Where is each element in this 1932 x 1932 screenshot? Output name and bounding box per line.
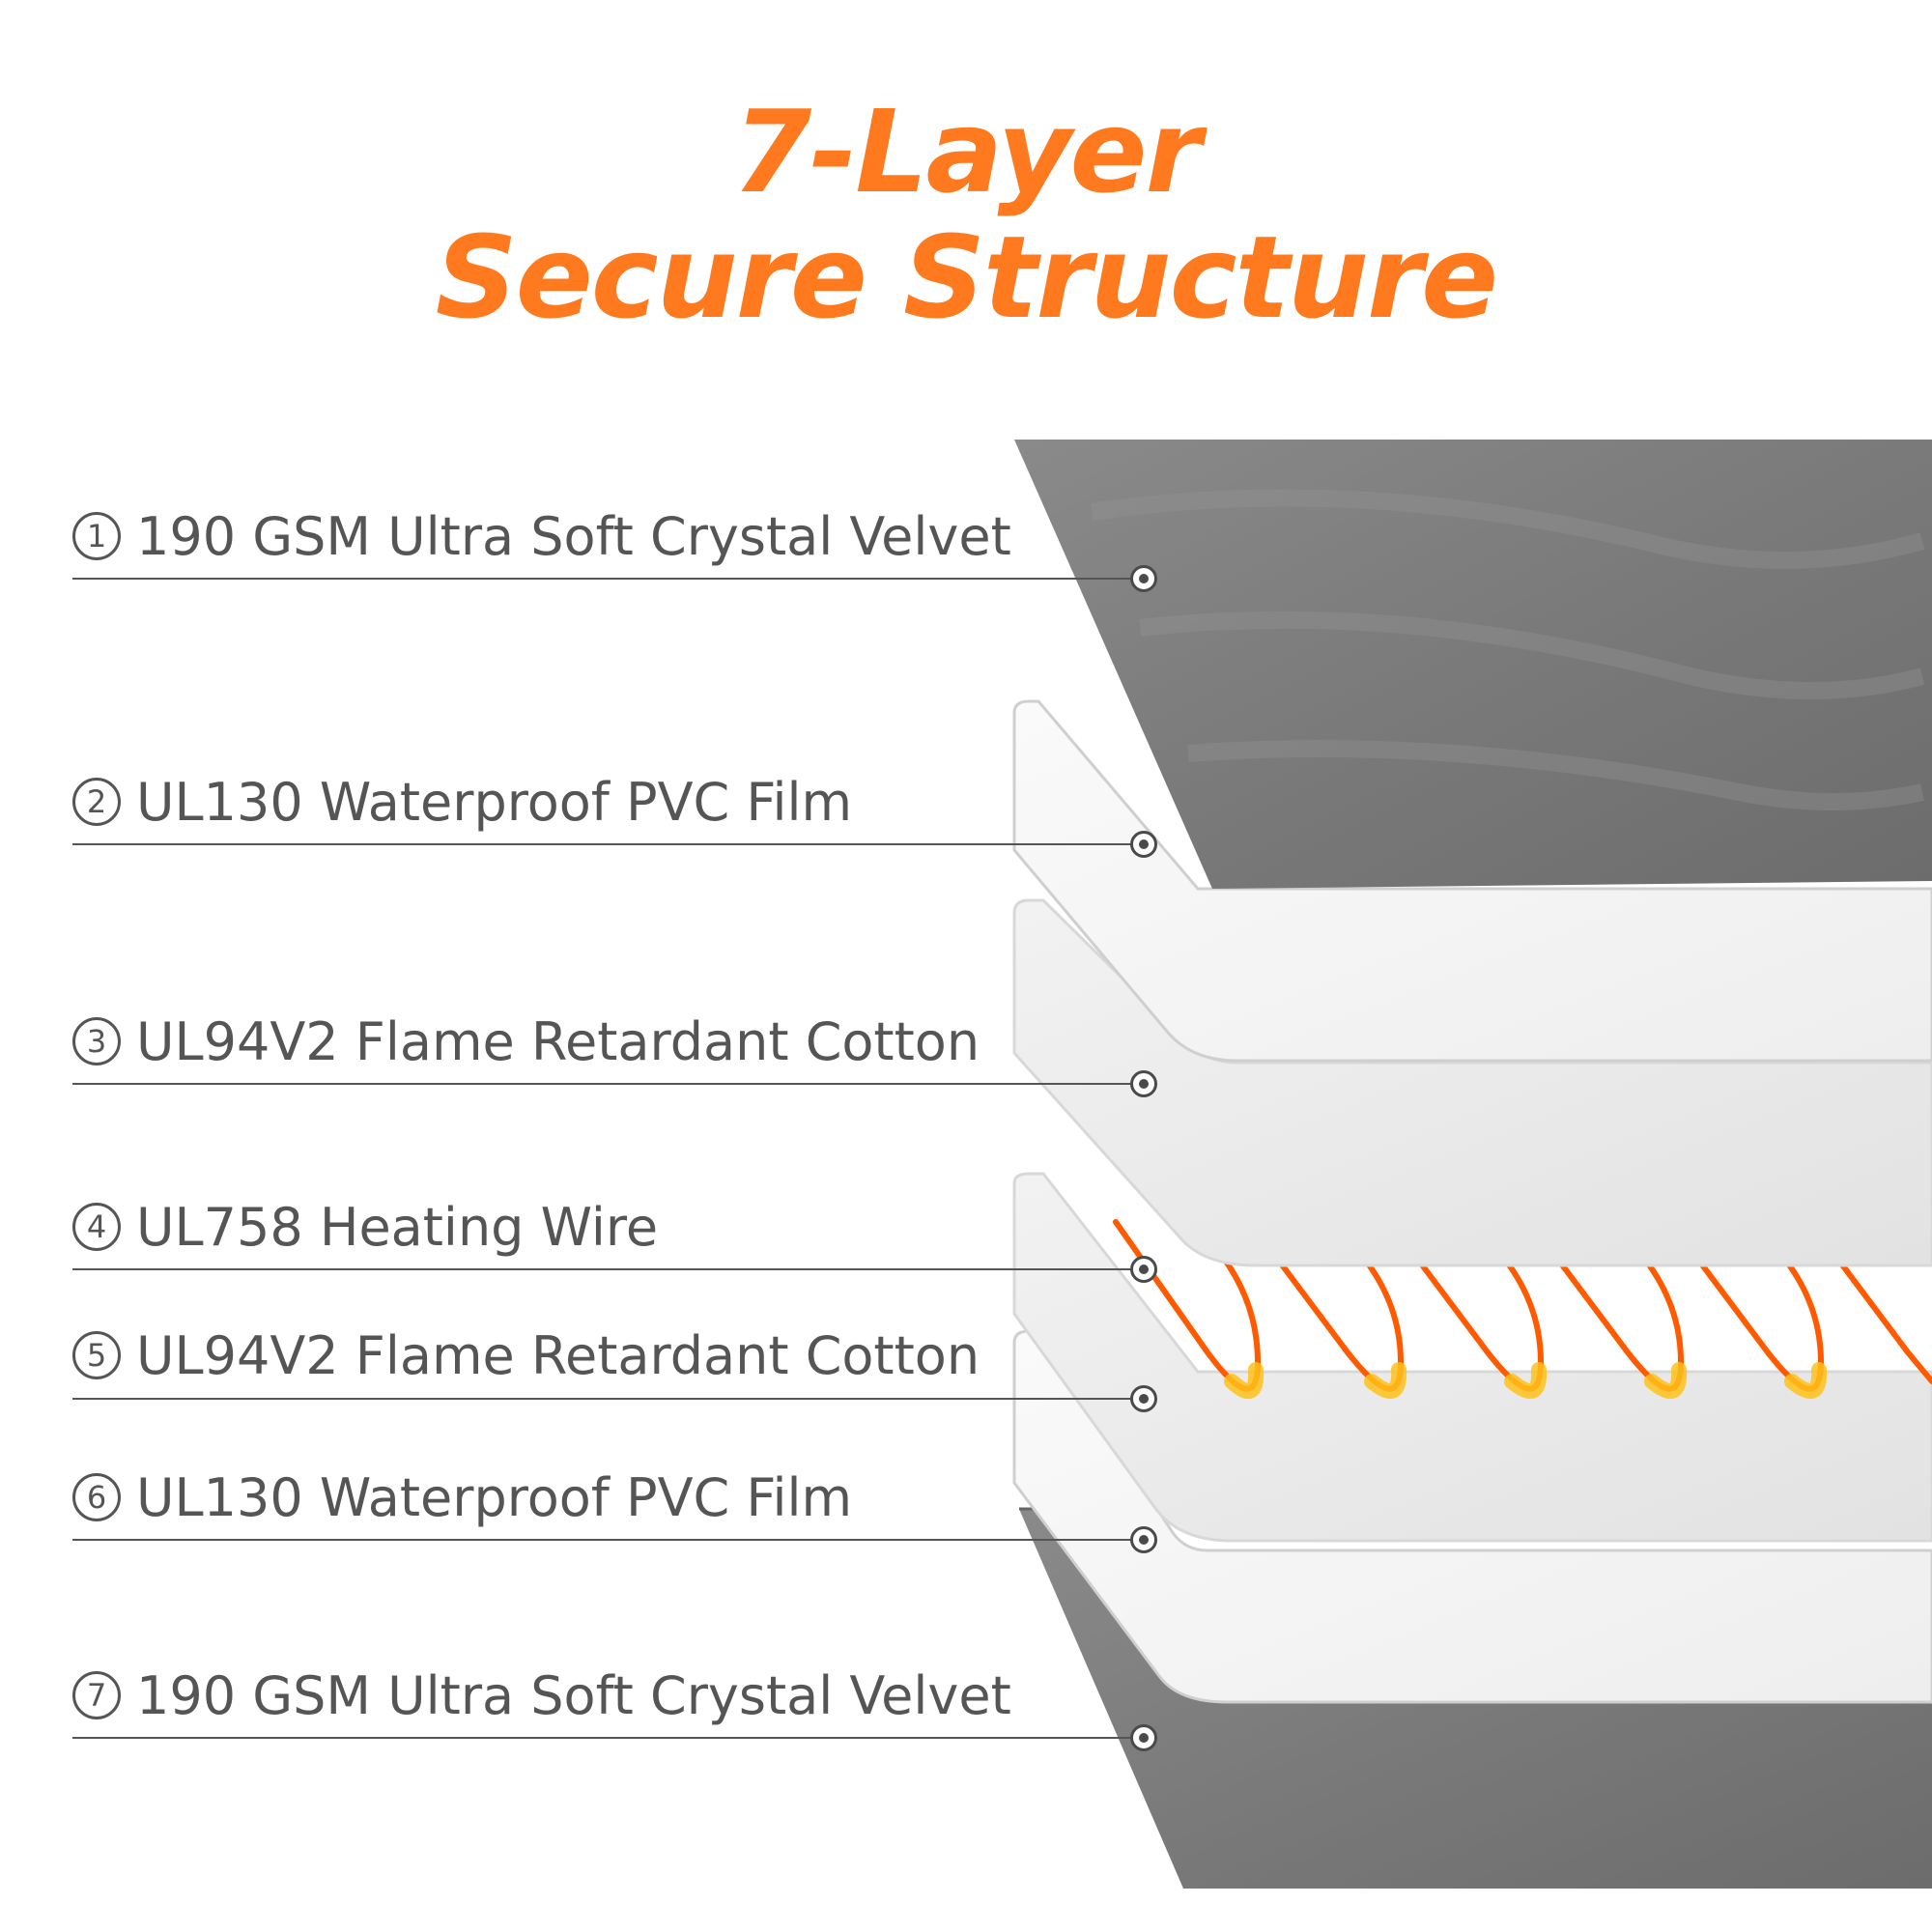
callout-label: UL94V2 Flame Retardant Cotton [136, 1010, 980, 1072]
leader-line [72, 578, 1145, 580]
number-badge: 2 [72, 778, 121, 826]
marker-dot [1130, 565, 1157, 592]
layer-1-texture [1090, 489, 1925, 810]
layer-2-film [1012, 699, 1932, 1063]
leader-line [72, 1737, 1145, 1739]
title-line-1: 7-Layer [732, 85, 1201, 218]
number-badge: 1 [72, 512, 121, 560]
title-line-2: Secure Structure [435, 211, 1498, 344]
leader-line [72, 1398, 1145, 1400]
layer-5-cotton [1012, 1172, 1932, 1543]
callout-layer-7: 7 190 GSM Ultra Soft Crystal Velvet [72, 1662, 1011, 1729]
leader-line [72, 1083, 1145, 1085]
callout-label: UL130 Waterproof PVC Film [136, 771, 853, 833]
callout-label: UL130 Waterproof PVC Film [136, 1466, 853, 1528]
callout-layer-4: 4 UL758 Heating Wire [72, 1193, 658, 1261]
callout-layer-1: 1 190 GSM Ultra Soft Crystal Velvet [72, 502, 1011, 570]
leader-line [72, 843, 1145, 845]
number-badge: 6 [72, 1473, 121, 1521]
callout-label: 190 GSM Ultra Soft Crystal Velvet [136, 505, 1011, 567]
layer-6-film [1012, 1329, 1932, 1704]
callout-layer-2: 2 UL130 Waterproof PVC Film [72, 768, 852, 836]
number-badge: 7 [72, 1671, 121, 1719]
callout-layer-5: 5 UL94V2 Flame Retardant Cotton [72, 1321, 980, 1389]
number-badge: 5 [72, 1331, 121, 1379]
callout-layer-6: 6 UL130 Waterproof PVC Film [72, 1463, 852, 1531]
layer-1-velvet [1014, 440, 1932, 889]
leader-line [72, 1268, 1145, 1270]
callout-label: UL758 Heating Wire [136, 1196, 659, 1258]
leader-line [72, 1539, 1145, 1541]
marker-dot [1130, 1070, 1157, 1097]
number-badge: 4 [72, 1203, 121, 1251]
marker-dot [1130, 1256, 1157, 1283]
marker-dot [1130, 1724, 1157, 1751]
callout-label: 190 GSM Ultra Soft Crystal Velvet [136, 1664, 1011, 1726]
number-badge: 3 [72, 1017, 121, 1065]
layer-4-heating-wire [1113, 1219, 1932, 1399]
callout-label: UL94V2 Flame Retardant Cotton [136, 1324, 980, 1386]
callout-layer-3: 3 UL94V2 Flame Retardant Cotton [72, 1008, 980, 1075]
marker-dot [1130, 1385, 1157, 1412]
marker-dot [1130, 831, 1157, 858]
marker-dot [1130, 1526, 1157, 1553]
